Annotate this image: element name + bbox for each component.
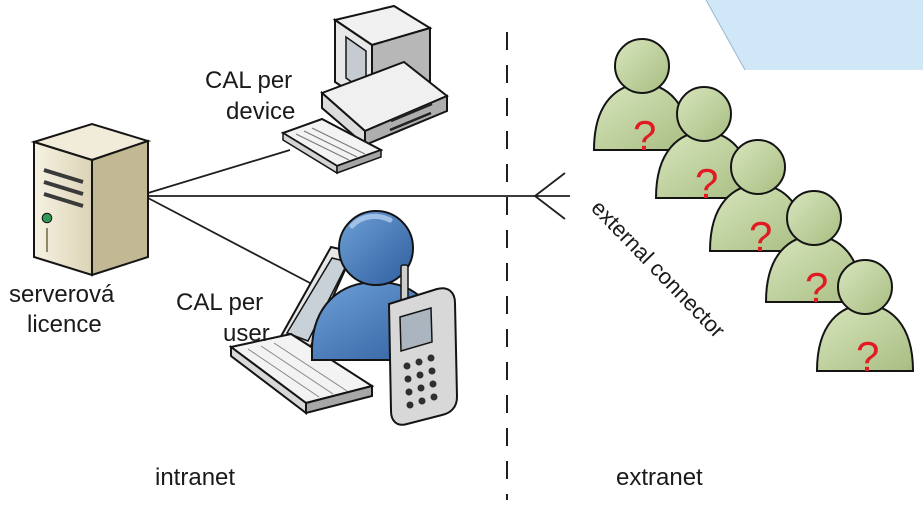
unknown-user-icon: ? [654, 86, 754, 207]
question-mark-1: ? [633, 112, 656, 159]
mobile-phone-icon [387, 264, 459, 426]
cal-device-label-line2: device [226, 98, 295, 125]
unknown-user-icon: ? [592, 38, 692, 159]
cal-user-label-line1: CAL per [176, 289, 263, 316]
question-mark-5: ? [856, 333, 879, 380]
extranet-label: extranet [616, 464, 703, 491]
cal-device-label-line1: CAL per [205, 67, 292, 94]
cal-user-label-line2: user [223, 320, 270, 347]
external-connector-label: external connector [586, 195, 730, 343]
external-users-group: ? ? ? ? ? [592, 38, 915, 380]
arrow-lower-line [534, 195, 566, 220]
unknown-user-icon: ? [708, 139, 808, 260]
server-to-user-line [147, 197, 311, 284]
connection-lines [147, 149, 570, 284]
question-mark-4: ? [805, 264, 828, 311]
question-mark-2: ? [695, 160, 718, 207]
unknown-user-icon: ? [815, 259, 915, 380]
corner-decoration [705, 0, 923, 71]
intranet-label: intranet [155, 464, 235, 491]
desktop-computer-icon [280, 4, 449, 175]
laptop-icon [228, 245, 375, 416]
question-mark-3: ? [749, 213, 772, 260]
server-license-label-line1: serverová [9, 281, 115, 308]
server-tower-icon [30, 122, 152, 277]
server-to-desktop-line [147, 149, 291, 194]
unknown-user-icon: ? [764, 190, 864, 311]
server-license-label-line2: licence [27, 311, 102, 338]
arrow-upper-line [534, 172, 566, 197]
